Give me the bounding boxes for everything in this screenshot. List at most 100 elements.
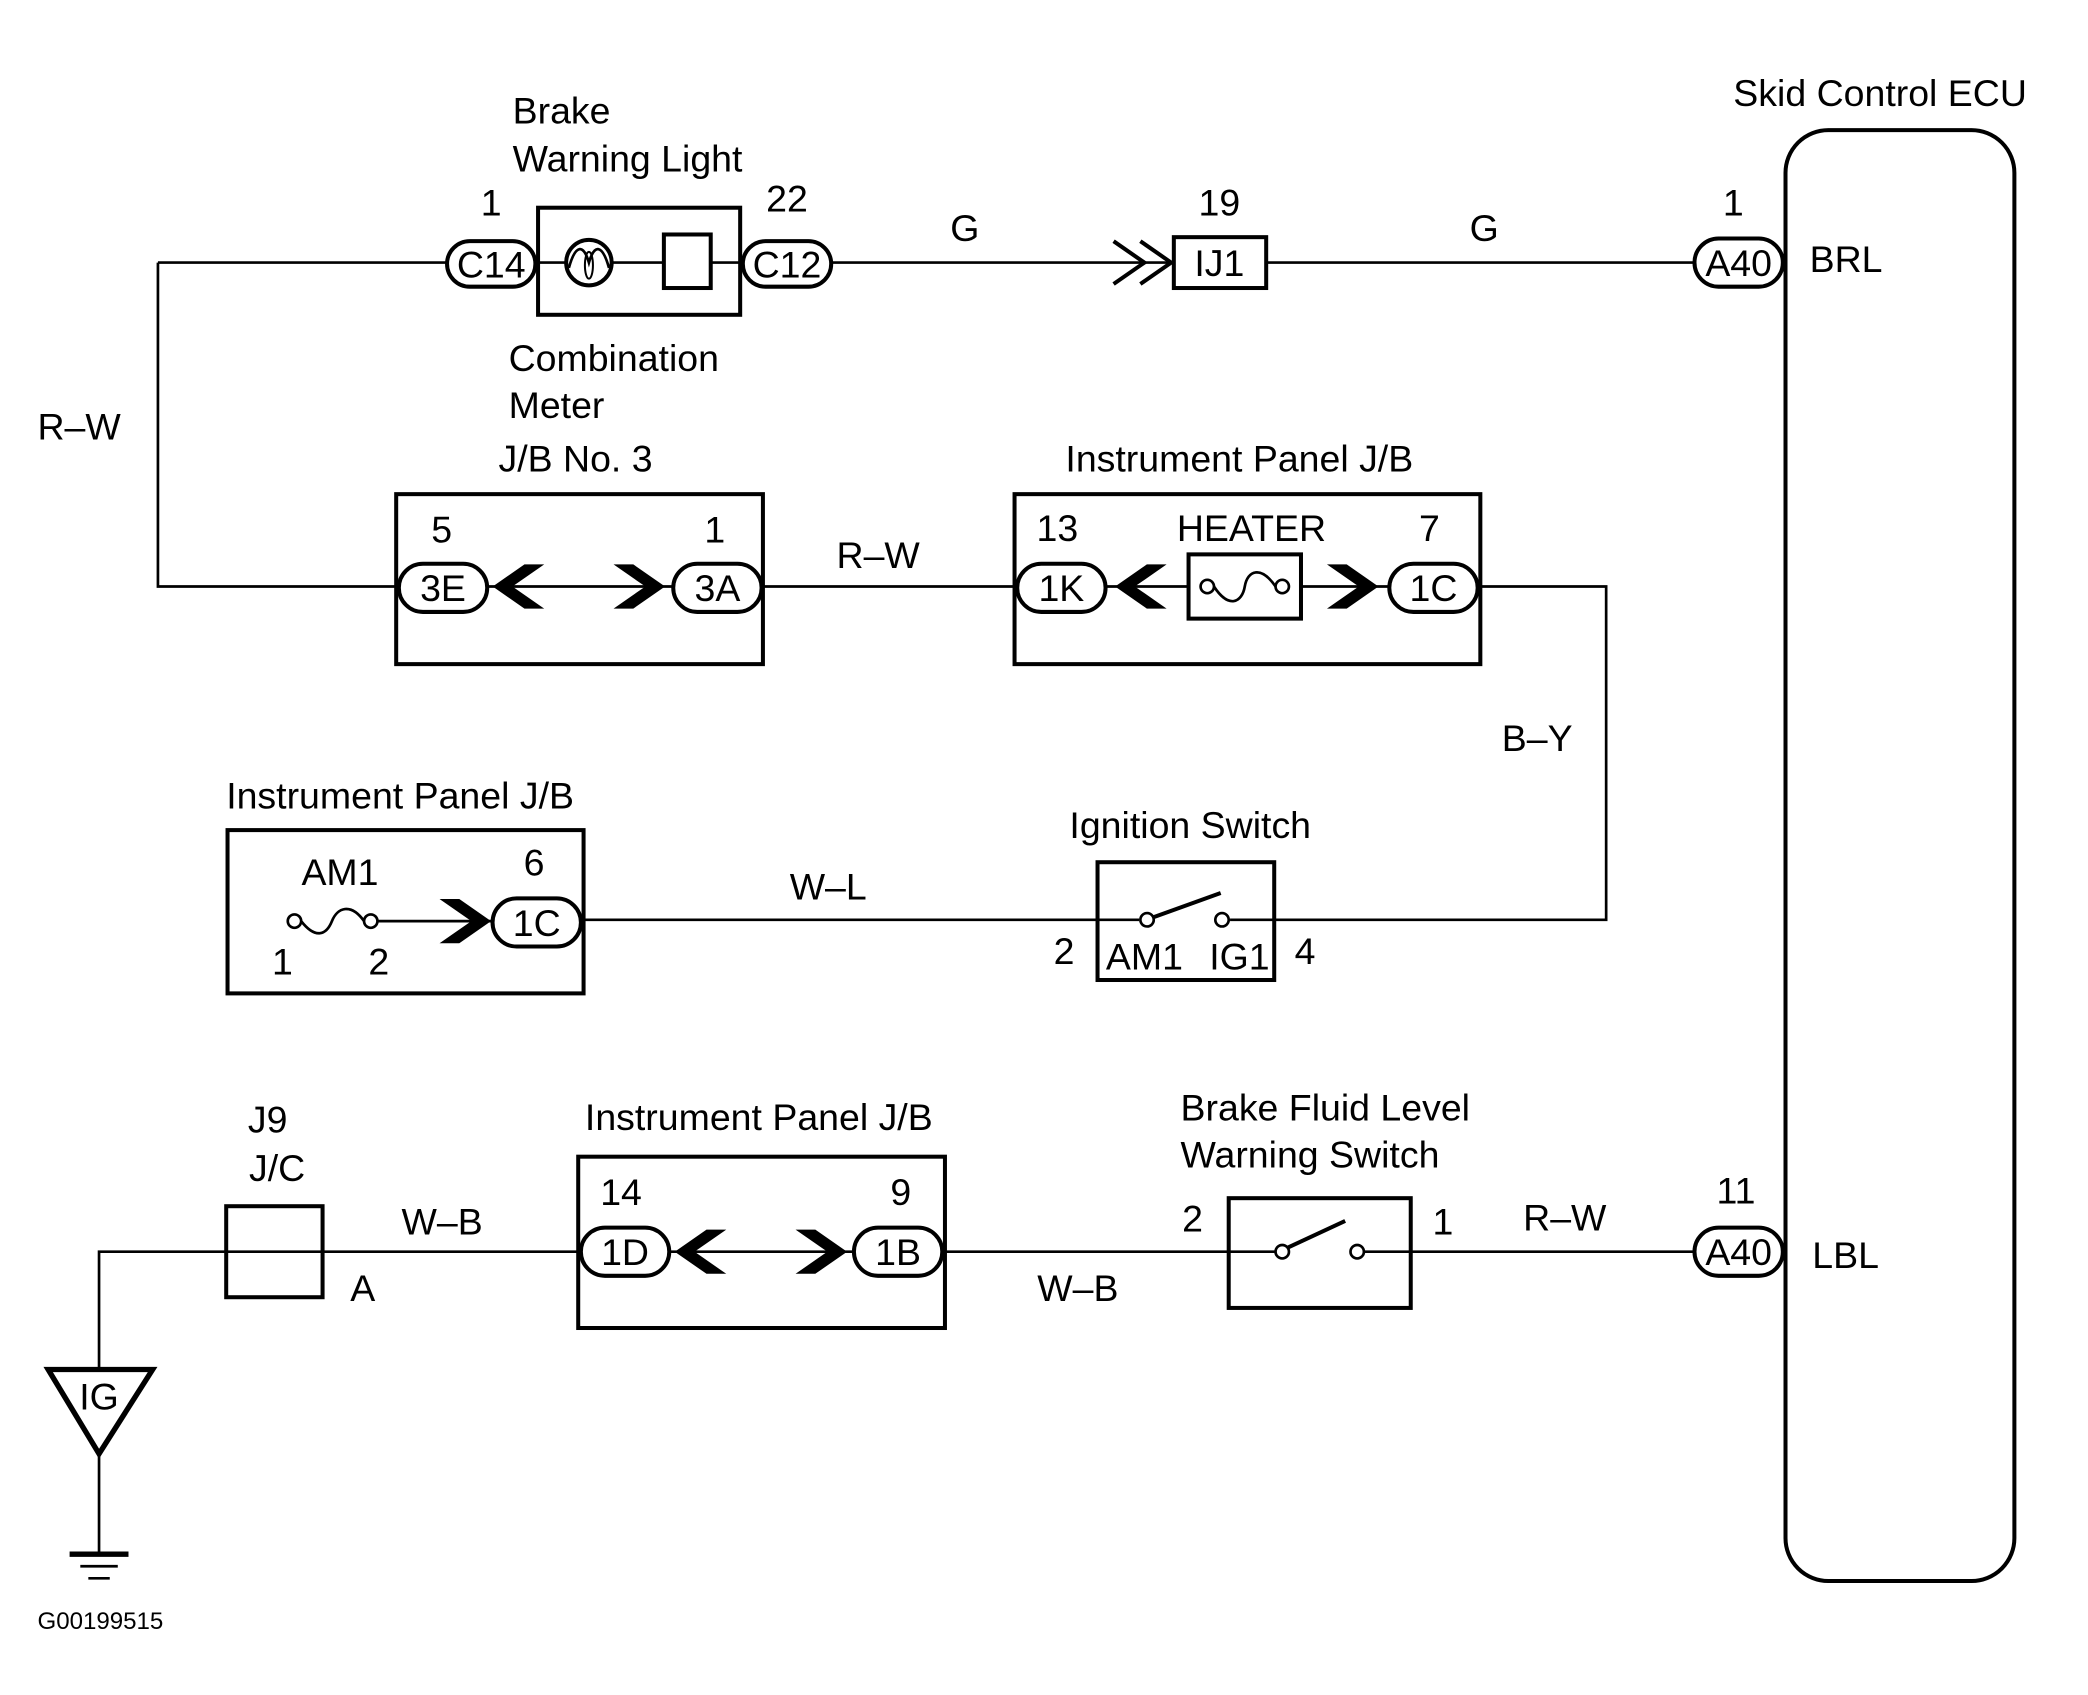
connector-c14-label: C14 [457,243,526,285]
ij1-box [1171,235,1269,291]
left-chevron-icon [674,1229,727,1274]
ignition-switch-title: Ignition Switch [1069,804,1311,846]
ij1-label: IJ1 [1194,242,1244,284]
ground-label: IG [79,1376,119,1418]
jb3-title: J/B No. 3 [498,437,652,479]
connector-c14-pin: 1 [481,182,502,224]
wire-rw-left-vertical [156,262,399,588]
switch-lever-icon [1286,1219,1347,1250]
combination-meter-label-1: Combination [509,337,719,379]
wire-label-g-2: G [1470,207,1499,249]
connector-3a [671,561,764,614]
connector-c12-pin: 22 [766,178,808,220]
combination-meter: Brake Warning Light C14 1 C12 22 Combina… [445,89,834,426]
fuse-terminal-icon [1199,578,1216,595]
connector-1k-label: 1K [1038,567,1084,609]
bulb-filament-icon [567,247,611,269]
jb3-box [394,492,765,667]
fuse-icon [1212,571,1277,603]
ecu-terminal-lbl: LBL [1812,1234,1879,1276]
ip-jb-bottom-title: Instrument Panel J/B [585,1096,933,1138]
am1-fuse-pin-1: 1 [272,941,293,983]
fuse-terminal-icon [1274,578,1291,595]
ip-jb-am1-box [225,828,586,996]
switch-contact-icon [1213,911,1231,928]
connector-3e-pin: 5 [431,508,452,550]
brake-fluid-level-warning-switch: Brake Fluid Level Warning Switch 2 1 [1181,1087,1471,1310]
brake-warning-light-label-2: Warning Light [513,138,743,180]
connector-3e-label: 3E [420,567,466,609]
ip-jb-heater-box [1012,492,1483,667]
connector-1c-heater [1387,561,1480,614]
ignition-switch-am1-label: AM1 [1106,935,1183,977]
connector-c14 [445,239,538,289]
bfl-switch-title-1: Brake Fluid Level [1181,1087,1471,1129]
connector-3a-pin: 1 [704,508,725,550]
fuse-terminal-icon [286,913,303,930]
connector-1d [578,1225,672,1278]
connector-1b-label: 1B [875,1231,921,1273]
bulb-filament-loop [583,250,594,280]
connector-3a-label: 3A [694,567,740,609]
am1-fuse-pin-2: 2 [368,941,389,983]
am1-fuse-label: AM1 [301,851,378,893]
ip-jb-heater-title: Instrument Panel J/B [1065,437,1413,479]
ij1-pin: 19 [1198,182,1240,224]
wire-label-rw-bottom: R–W [1523,1196,1607,1238]
connector-a40-brl-pin: 1 [1723,182,1744,224]
connector-a40-lbl-pin: 11 [1717,1170,1756,1212]
left-chevron-icon [492,564,545,609]
ip-jb-heater: Instrument Panel J/B HEATER 1K 13 1C 7 [1012,437,1483,667]
wire-label-by: B–Y [1502,717,1573,759]
ip-jb-am1: Instrument Panel J/B AM1 1 2 1C 6 [225,775,586,996]
fuse-terminal-icon [362,913,379,930]
meter-element-icon [661,232,713,291]
ground-ig: IG [43,1366,158,1580]
connector-1b [851,1225,945,1278]
ground-symbol-icon-lines [80,1564,118,1580]
right-chevron-icon [795,1229,848,1274]
switch-contact-icon [1349,1243,1366,1260]
ignition-switch-ig1-label: IG1 [1209,935,1269,977]
jc-title-1: J9 [248,1099,288,1141]
connector-ij1: IJ1 19 [1112,182,1269,291]
connector-1d-pin: 14 [600,1171,642,1213]
am1-fuse-icon [300,907,366,935]
ignition-switch-pin-4: 4 [1295,930,1316,972]
wire-label-rw-left: R–W [37,405,121,447]
switch-contact-icon [1274,1243,1291,1260]
connector-1d-label: 1D [601,1231,649,1273]
wire-label-rw-mid: R–W [837,534,921,576]
switch-contact-icon [1139,911,1156,928]
combination-meter-label-2: Meter [509,384,605,426]
right-chevron-icon [439,899,492,944]
connector-1c-am1-pin: 6 [524,842,545,884]
right-chevron-icon [613,564,666,609]
left-chevron-icon [1115,564,1167,609]
connector-1k-pin: 13 [1037,507,1079,549]
connector-3e [396,561,490,614]
connector-1c-am1-label: 1C [513,902,561,944]
ip-jb-bottom: Instrument Panel J/B 1D 14 1B 9 [576,1096,947,1331]
connector-a40-brl [1692,236,1785,289]
double-chevron-icon [1112,239,1175,286]
ip-jb-am1-title: Instrument Panel J/B [226,775,574,817]
ignition-switch: Ignition Switch AM1 IG1 2 4 [1054,804,1316,983]
bfl-switch-pin-2: 2 [1182,1198,1203,1240]
wire-label-wb-1: W–B [402,1200,483,1242]
connector-a40-brl-label: A40 [1705,242,1772,284]
connector-c12 [740,239,834,289]
bfl-switch-pin-1: 1 [1432,1200,1453,1242]
connector-a40-lbl [1692,1225,1785,1278]
wire-by [1275,585,1608,922]
junction-connector-j9: J9 J/C A [224,1099,375,1309]
connector-c12-label: C12 [753,243,822,285]
brake-warning-light-label-1: Brake [513,89,611,131]
wire-label-wl: W–L [790,866,867,908]
connector-1b-pin: 9 [890,1171,911,1213]
heater-fuse-label: HEATER [1177,507,1326,549]
bfl-switch-title-2: Warning Switch [1181,1133,1440,1175]
right-chevron-icon [1326,564,1379,609]
wire-label-wb-2: W–B [1037,1267,1118,1309]
